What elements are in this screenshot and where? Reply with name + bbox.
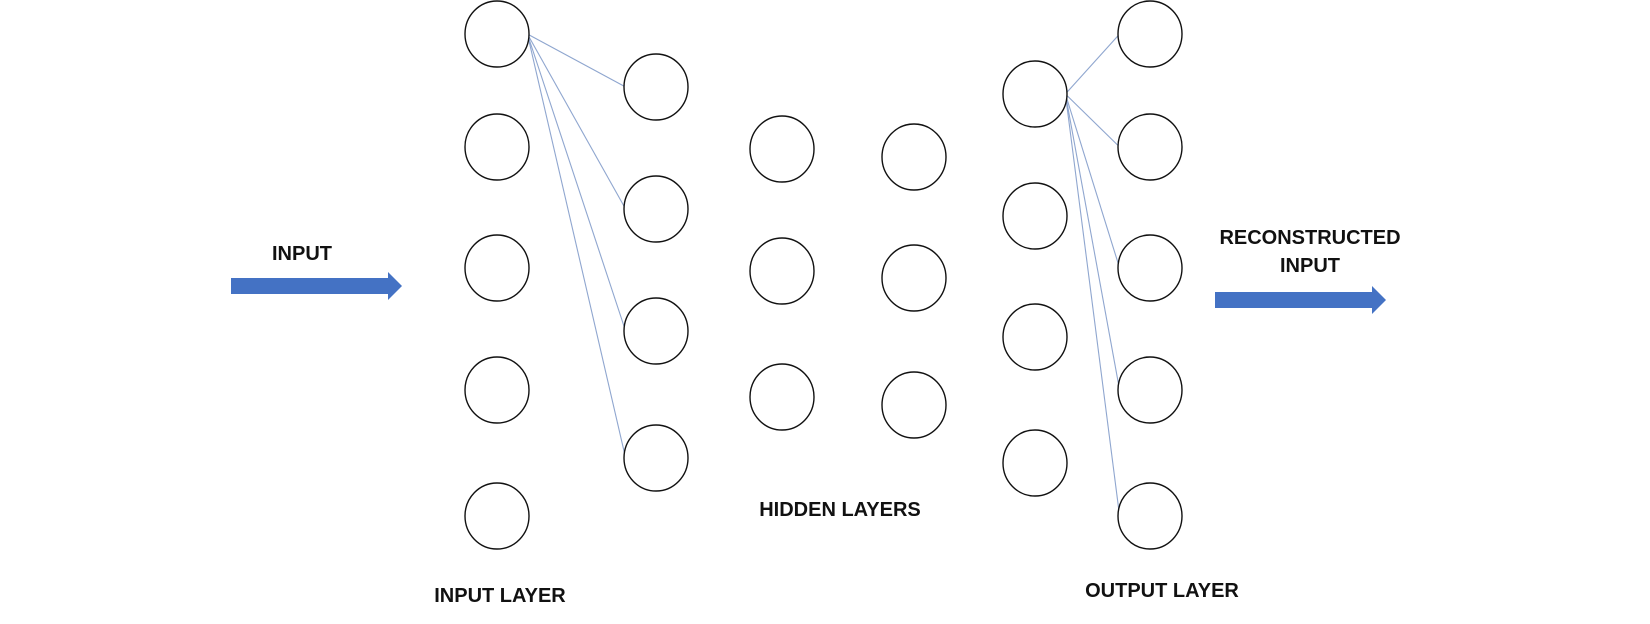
hidden-layers-label: HIDDEN LAYERS bbox=[759, 499, 921, 521]
reconstructed-label-line1: RECONSTRUCTED bbox=[1219, 227, 1401, 249]
flow-arrows bbox=[231, 272, 1386, 314]
output-layer-node bbox=[1117, 113, 1183, 181]
encoder-layer bbox=[623, 53, 689, 492]
connection-line bbox=[526, 33, 627, 332]
encoder-layer-node bbox=[623, 424, 689, 492]
hidden-layer-2-node bbox=[881, 371, 947, 439]
connection-lines bbox=[526, 33, 1121, 517]
output-layer-node bbox=[1117, 482, 1183, 550]
connection-line bbox=[527, 33, 626, 88]
connection-line bbox=[1064, 93, 1121, 391]
reconstructed-input-label: RECONSTRUCTED INPUT bbox=[1215, 224, 1405, 280]
input-layer-node bbox=[464, 0, 530, 68]
input-layer-node bbox=[464, 482, 530, 550]
output-arrow bbox=[1215, 286, 1386, 314]
input-arrow bbox=[231, 272, 402, 300]
hidden-layer-2 bbox=[881, 123, 947, 439]
decoder-layer-node bbox=[1002, 303, 1068, 371]
input-layer-label: INPUT LAYER bbox=[434, 585, 566, 607]
input-layer-node bbox=[464, 356, 530, 424]
output-layer-node bbox=[1117, 356, 1183, 424]
input-layer-node bbox=[464, 113, 530, 181]
reconstructed-label-line2: INPUT bbox=[1280, 255, 1340, 277]
decoder-layer-node bbox=[1002, 429, 1068, 497]
decoder-layer-node bbox=[1002, 182, 1068, 250]
hidden-layer-2-node bbox=[881, 244, 947, 312]
hidden-layer-2-node bbox=[881, 123, 947, 191]
decoder-layer bbox=[1002, 60, 1068, 497]
output-layer-node bbox=[1117, 0, 1183, 68]
output-layer bbox=[1117, 0, 1183, 550]
hidden-layer-1-node bbox=[749, 237, 815, 305]
input-layer-node bbox=[464, 234, 530, 302]
connection-line bbox=[1065, 93, 1120, 148]
hidden-layer-1 bbox=[749, 115, 815, 431]
encoder-layer-node bbox=[623, 297, 689, 365]
encoder-layer-node bbox=[623, 53, 689, 121]
output-layer-node bbox=[1117, 234, 1183, 302]
hidden-layer-1-node bbox=[749, 115, 815, 183]
hidden-layer-1-node bbox=[749, 363, 815, 431]
input-label: INPUT bbox=[272, 243, 332, 265]
connection-line bbox=[1064, 33, 1121, 95]
output-layer-label: OUTPUT LAYER bbox=[1085, 580, 1239, 602]
connection-line bbox=[1064, 93, 1121, 517]
connection-line bbox=[526, 33, 627, 459]
encoder-layer-node bbox=[623, 175, 689, 243]
network-nodes bbox=[464, 0, 1183, 550]
connection-line bbox=[1064, 93, 1121, 269]
input-layer bbox=[464, 0, 530, 550]
connection-line bbox=[526, 33, 627, 210]
decoder-layer-node bbox=[1002, 60, 1068, 128]
